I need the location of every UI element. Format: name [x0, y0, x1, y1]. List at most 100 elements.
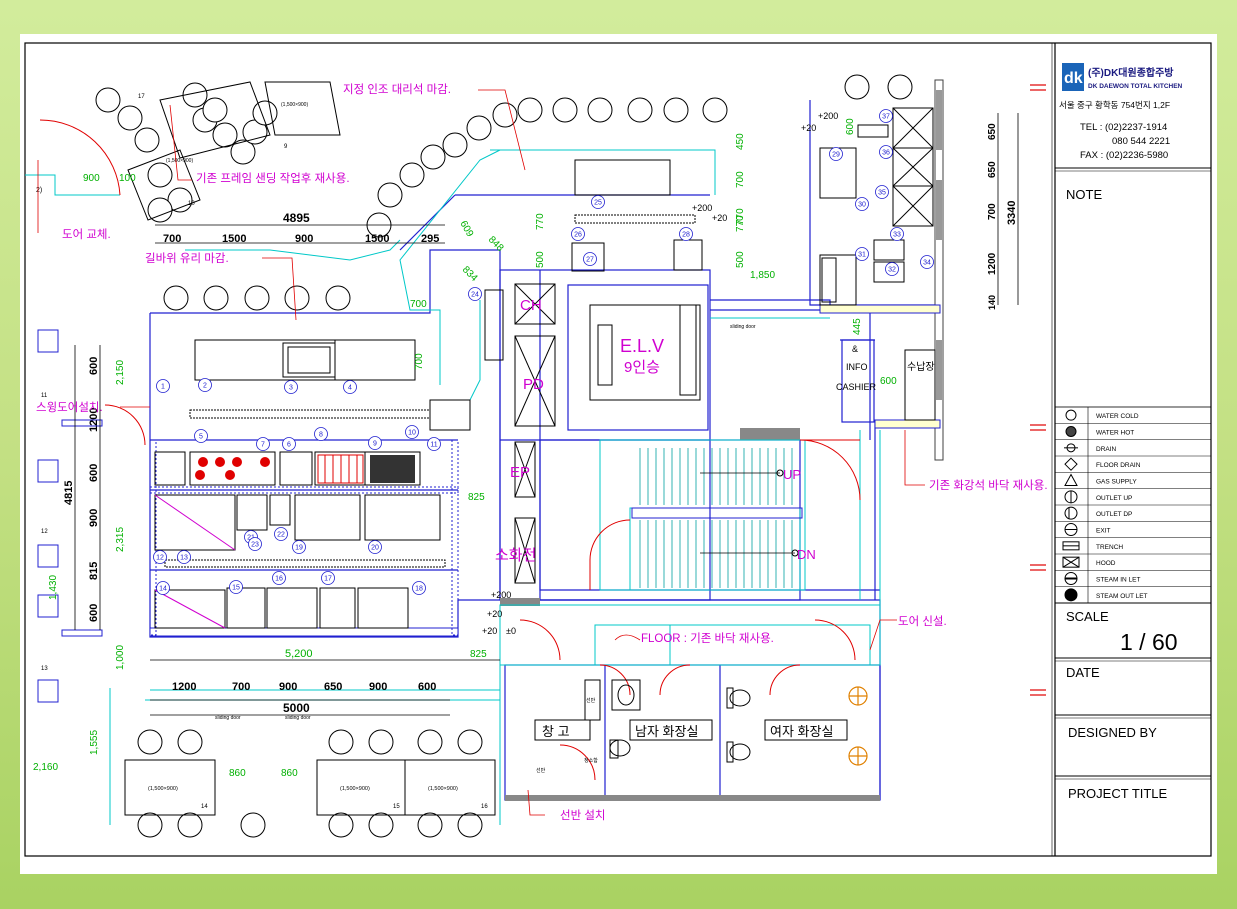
equipment-number: 32 — [888, 267, 896, 274]
mens-restroom-label: 남자 화장실 — [635, 724, 698, 739]
equipment-marker: 3 — [284, 380, 298, 394]
chair — [134, 127, 160, 153]
equipment-number: 8 — [319, 432, 323, 439]
dim-right-segment: 140 — [987, 295, 997, 310]
staircase — [639, 448, 793, 588]
equipment-marker: 13 — [177, 550, 191, 564]
equipment-number: 31 — [858, 252, 866, 259]
equipment-number: 36 — [882, 150, 890, 157]
stairs-up-label: UP — [783, 467, 801, 482]
steam-in-let-icon — [1064, 572, 1078, 585]
chair — [587, 97, 613, 123]
equipment-marker: 7 — [256, 437, 270, 451]
dim-green: 500 — [535, 251, 546, 268]
equipment-marker: 5 — [194, 429, 208, 443]
equipment-number: 35 — [878, 190, 886, 197]
cashier-label-1: & — [852, 344, 858, 354]
equipment-number: 25 — [594, 200, 602, 207]
annotation-floor: FLOOR : 기존 바닥 재사용. — [641, 632, 774, 645]
chair — [147, 197, 173, 223]
equipment-marker: 16 — [272, 571, 286, 585]
company-fax: FAX : (02)2236-5980 — [1080, 150, 1168, 161]
dim-bottom-segment: 600 — [418, 681, 436, 693]
trench-icon — [1062, 541, 1080, 551]
floor-drain-icon — [1064, 457, 1078, 471]
elevation-label: +20 — [801, 123, 816, 133]
elevation-label: +200 — [818, 111, 838, 121]
chair — [368, 812, 394, 838]
elevation-label: ±0 — [506, 626, 516, 636]
womens-restroom-label: 여자 화장실 — [770, 724, 833, 739]
chair — [420, 144, 446, 170]
legend-label: STEAM OUT LET — [1096, 593, 1148, 600]
drain-icon — [1064, 443, 1078, 453]
equipment-number: 13 — [180, 555, 188, 562]
equipment-marker: 10 — [405, 425, 419, 439]
legend-label: OUTLET DP — [1096, 511, 1132, 518]
equipment-marker: 22 — [274, 527, 288, 541]
elevation-label: +20 — [487, 609, 502, 619]
equipment-marker: 20 — [368, 540, 382, 554]
dining-chairs — [95, 74, 913, 838]
equipment-number: 30 — [858, 202, 866, 209]
chair — [203, 285, 229, 311]
dim-green: 1,430 — [48, 575, 59, 600]
equipment-number: 18 — [415, 586, 423, 593]
equipment-marker: 14 — [156, 581, 170, 595]
chair — [417, 729, 443, 755]
chair — [442, 132, 468, 158]
dim-right-segment: 650 — [987, 123, 998, 140]
dim-left-segment: 600 — [88, 357, 100, 375]
company-tel2: 080 544 2221 — [1112, 136, 1170, 147]
floor-plan-drawing: dk (주)DK대원종합주방 DK DAEWON TOTAL KITCHEN 서… — [24, 42, 1212, 857]
cashier-label-2: INFO — [846, 362, 868, 372]
scale-value: 1 / 60 — [1120, 629, 1178, 655]
chair — [137, 729, 163, 755]
chair — [377, 182, 403, 208]
equipment-marker: 37 — [879, 109, 893, 123]
company-address: 서울 중구 황학동 754번지 1,2F — [1059, 100, 1170, 110]
left-booths — [37, 329, 103, 703]
project-title-label: PROJECT TITLE — [1068, 786, 1168, 801]
sliding-door-label: sliding door — [215, 715, 241, 721]
urinal-fixtures — [848, 686, 868, 766]
equipment-number: 20 — [371, 545, 379, 552]
seat-number: 13 — [41, 666, 48, 672]
chair — [167, 187, 193, 213]
equipment-marker: 8 — [314, 427, 328, 441]
dim-green: 700 — [735, 171, 746, 188]
chair — [417, 812, 443, 838]
elevation-label: +20 — [712, 213, 727, 223]
dim-bottom-total: 5,200 — [285, 648, 313, 660]
legend-label: DRAIN — [1096, 446, 1117, 453]
steam-out-let-icon — [1064, 588, 1078, 602]
chair — [887, 74, 913, 100]
equipment-number: 4 — [348, 385, 352, 392]
chair — [177, 812, 203, 838]
equipment-marker: 1 — [156, 379, 170, 393]
seat-number: 10 — [188, 201, 195, 207]
storage-room-label: 창 고 — [542, 724, 570, 739]
equipment-number: 22 — [277, 532, 285, 539]
ep-shaft-label: EP — [510, 464, 530, 481]
legend-label: EXIT — [1096, 528, 1110, 535]
annotation-shelf-install: 선반 설치 — [560, 809, 606, 822]
water-cold-icon — [1065, 409, 1077, 421]
dim-green: 770 — [535, 213, 546, 230]
dim-left-segment: 815 — [88, 562, 100, 580]
dim-left-total: 4815 — [63, 481, 75, 505]
legend-label: FLOOR DRAIN — [1096, 462, 1141, 469]
seat-number: 11 — [41, 393, 48, 399]
equipment-number: 9 — [373, 441, 377, 448]
elevation-label: +20 — [482, 626, 497, 636]
dim-green: 600 — [880, 376, 897, 387]
stairs-dn-label: DN — [797, 547, 816, 562]
chair — [202, 97, 228, 123]
date-label: DATE — [1066, 665, 1100, 680]
hood-icon — [1062, 556, 1080, 568]
equipment-number: 7 — [261, 442, 265, 449]
dim-top-segment: 295 — [421, 233, 439, 245]
dim-green: 848 — [486, 234, 506, 254]
gas-supply-icon — [1064, 473, 1078, 486]
annotations: 지정 인조 대리석 마감. 기존 프레임 샌딩 작업후 재사용. 도어 교체. … — [36, 83, 1048, 822]
